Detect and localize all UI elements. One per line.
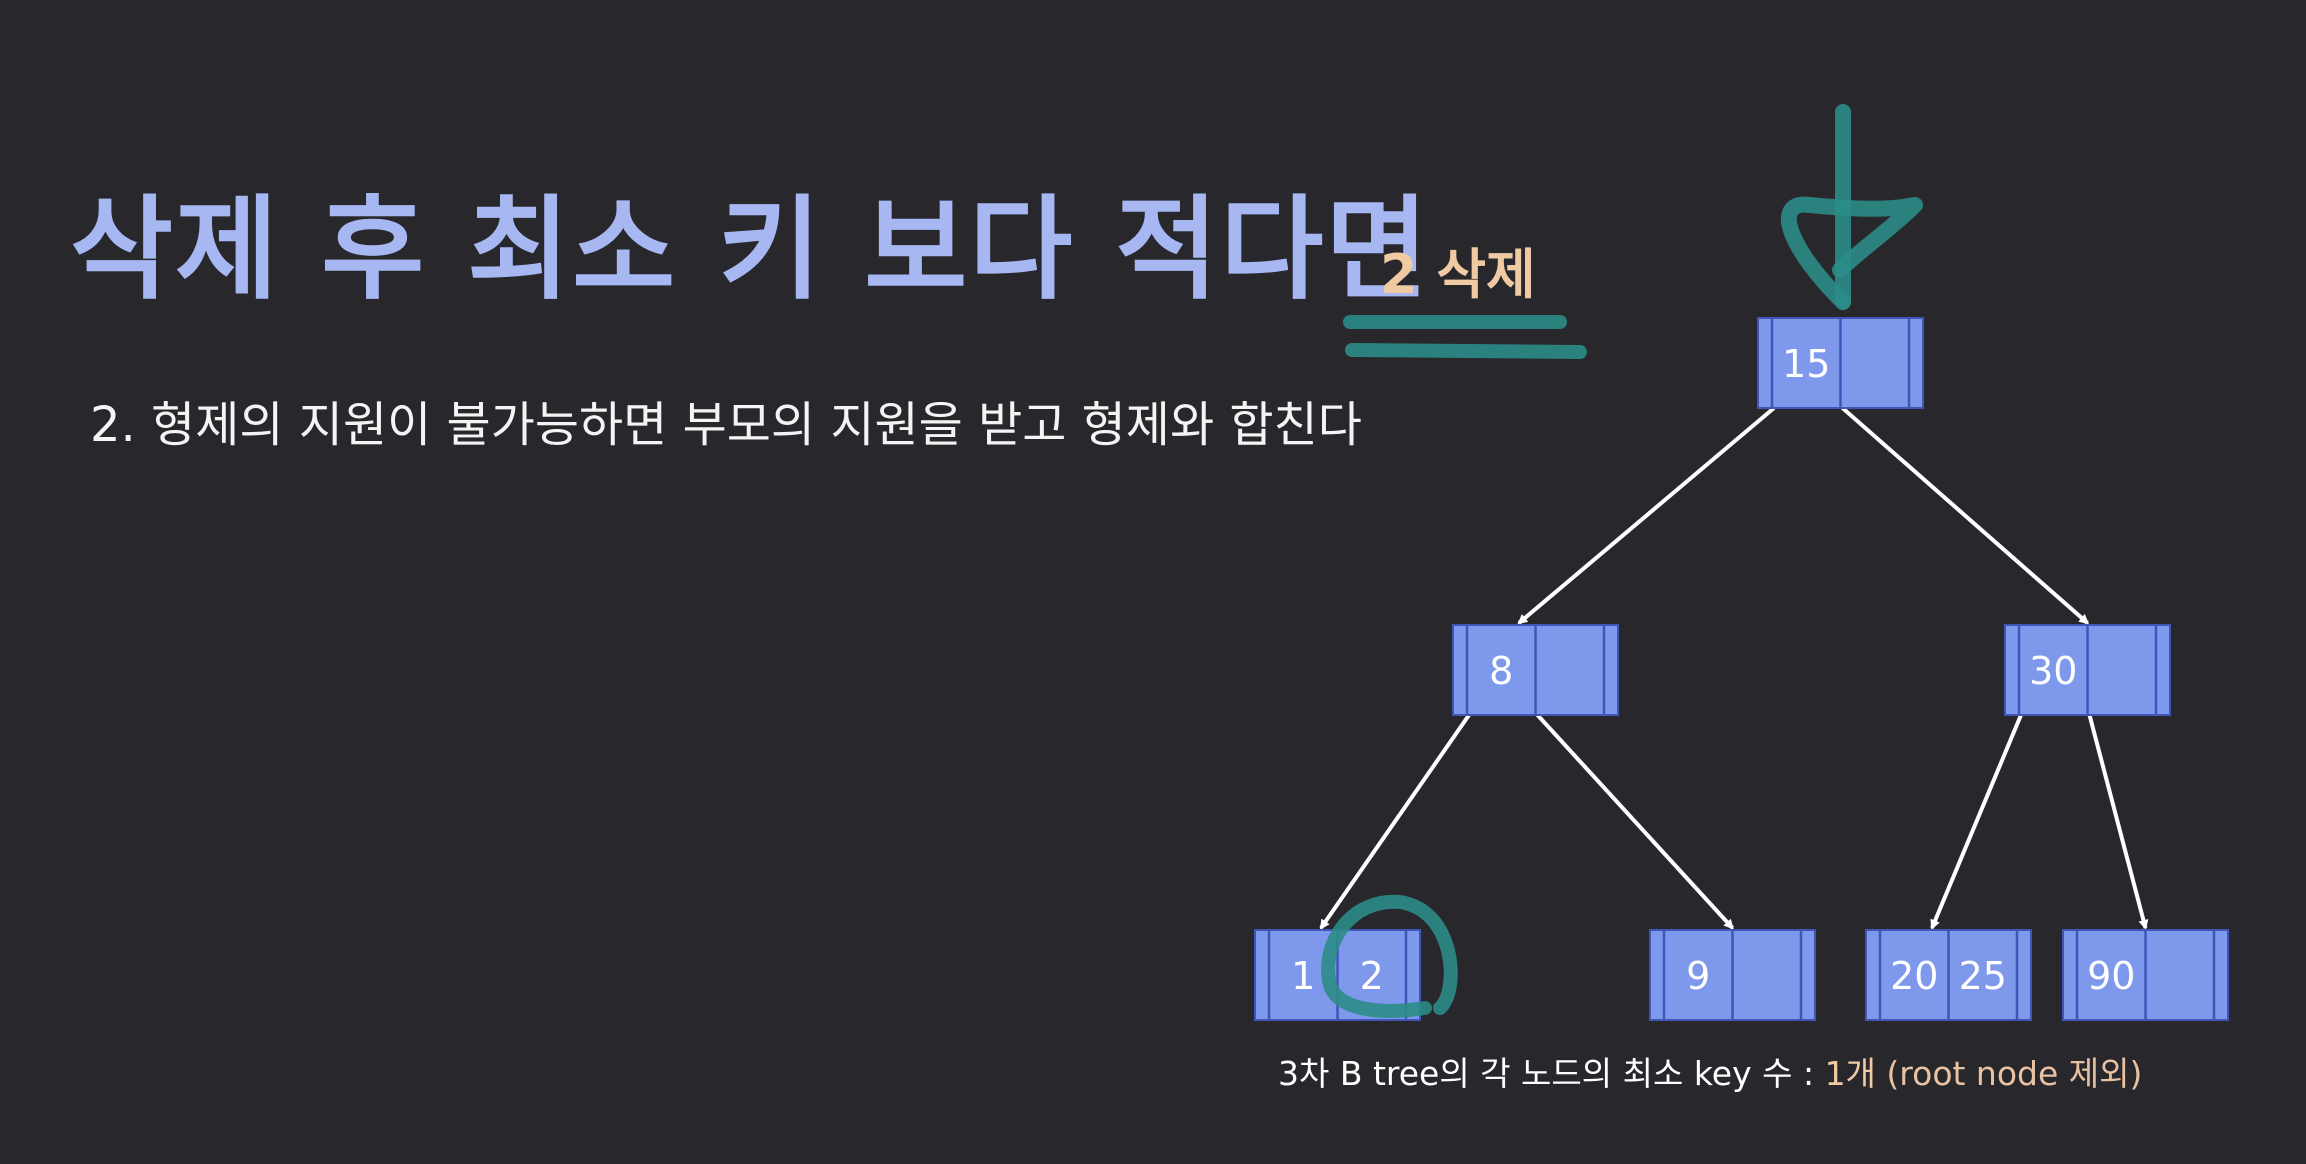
node-key: 25 [1959,954,2007,998]
slide-subtitle: 2. 형제의 지원이 불가능하면 부모의 지원을 받고 형제와 합친다 [90,397,1362,453]
pointer-arrow-loop-icon [1780,196,1923,310]
tree-edge-root-n30 [1841,406,2090,625]
node-key: 90 [2087,954,2135,998]
delete-annotation: 2 삭제 [1380,243,1536,306]
node-key: 30 [2029,649,2077,693]
node-key: 20 [1890,954,1938,998]
tree-edge-root-n8 [1517,406,1776,625]
footnote: 3차 B tree의 각 노드의 최소 key 수 : 1개 (root nod… [1278,1052,2142,1096]
footnote-prefix: 3차 B tree의 각 노드의 최소 key 수 : [1278,1054,1825,1093]
node-key: 9 [1686,954,1710,998]
tree-node-n8: 8 [1452,624,1619,716]
node-key: 2 [1360,954,1384,998]
annotation-underline-bottom [1345,343,1587,359]
slide-title: 삭제 후 최소 키 보다 적다면 [70,185,1431,315]
tree-node-root: 15 [1757,317,1924,409]
footnote-count: 1개 [1824,1054,1876,1093]
node-key: 1 [1291,954,1315,998]
tree-node-l9: 9 [1649,929,1816,1021]
node-key: 15 [1782,342,1830,386]
handwritten-marks [1321,104,1923,1018]
footnote-suffix: (root node 제외) [1875,1054,2143,1093]
tree-edge-n30-l90 [2087,714,2149,930]
deleted-key-circle-icon [1321,894,1458,1018]
tree-node-l90: 90 [2062,929,2229,1021]
tree-edge-n30-l2025 [1930,714,2023,930]
tree-edge-n8-l12 [1319,713,1471,930]
tree-edges [1319,406,2149,930]
tree-edge-n8-l9 [1536,713,1734,930]
tree-node-n30: 30 [2004,624,2171,716]
node-key: 8 [1489,649,1513,693]
